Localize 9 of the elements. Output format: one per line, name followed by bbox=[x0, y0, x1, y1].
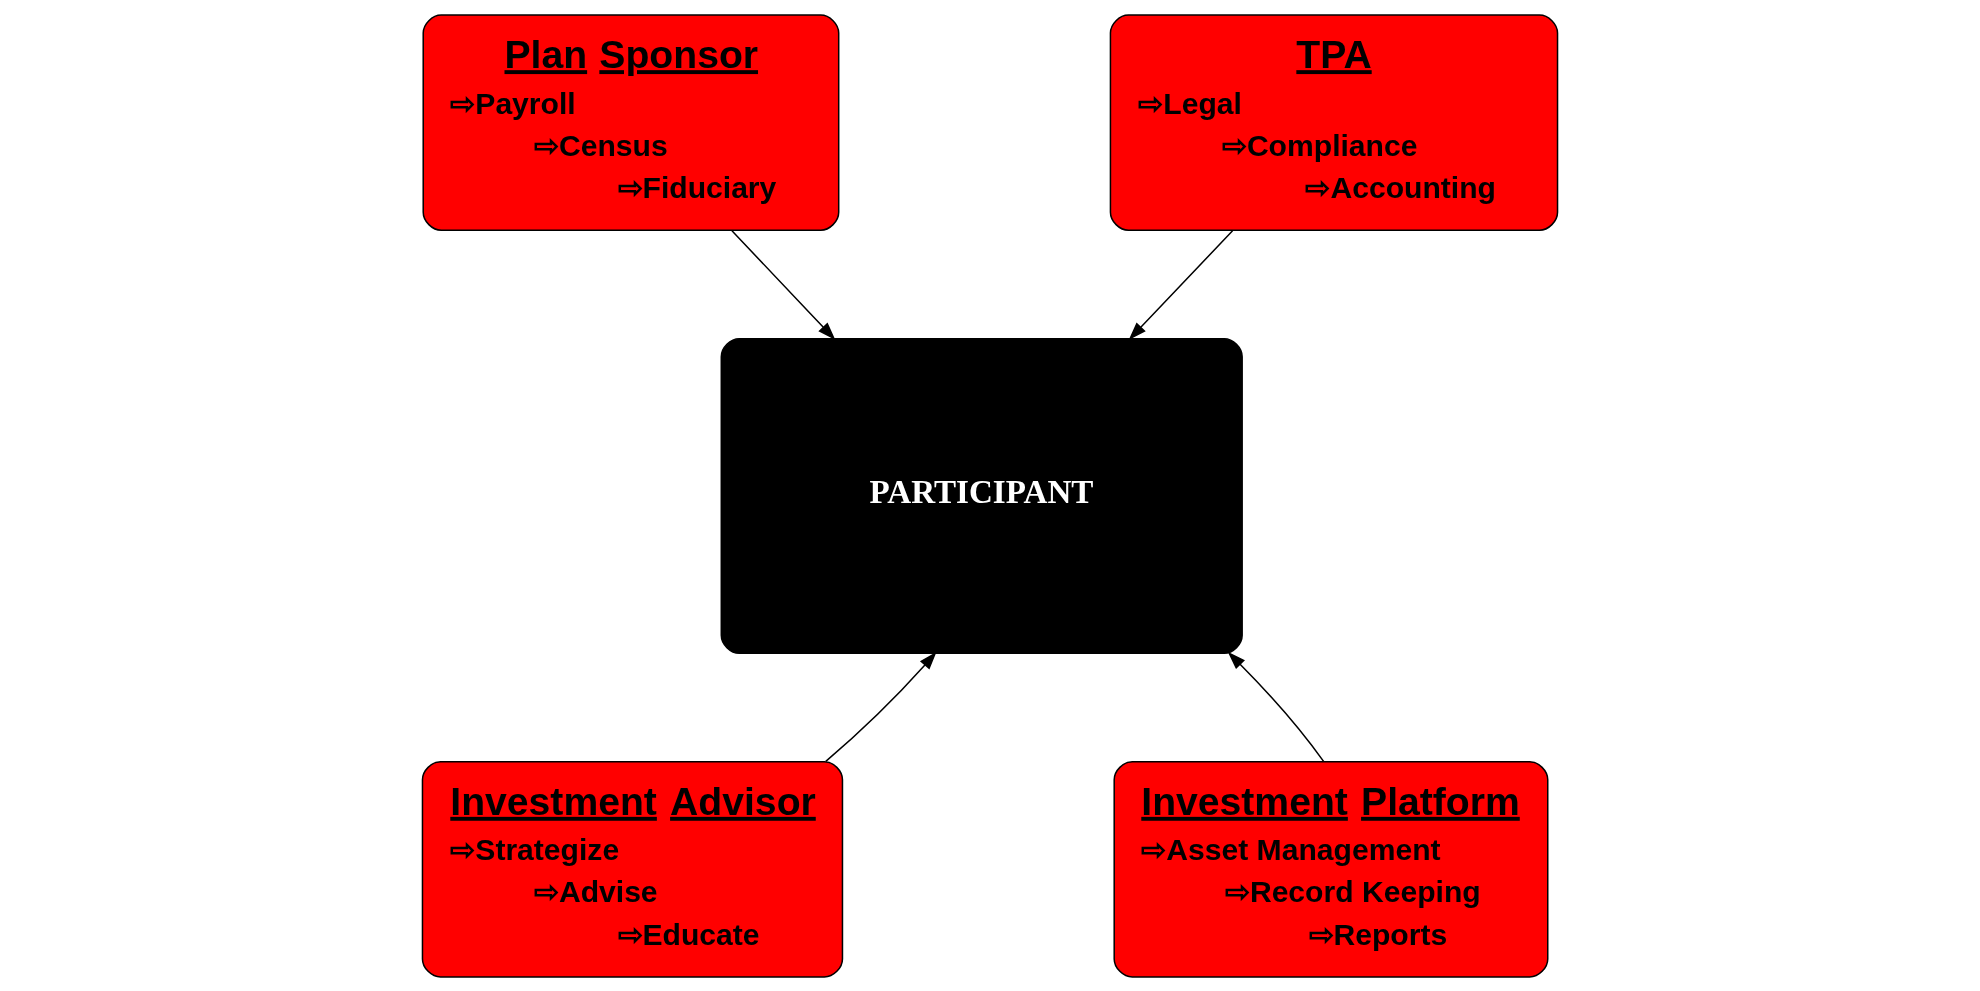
arrow bbox=[825, 651, 937, 762]
node-box: Plan Sponsor ⇨Payroll ⇨Census ⇨Fiduciary bbox=[422, 13, 840, 231]
node-box: PARTICIPANT bbox=[720, 337, 1243, 654]
node-box: TPA ⇨Legal ⇨Compliance ⇨Accounting bbox=[1109, 13, 1559, 231]
arrow bbox=[1227, 651, 1325, 762]
node-box: Investment Advisor ⇨Strategize ⇨Advise ⇨Educate bbox=[421, 760, 844, 978]
arrow bbox=[1128, 229, 1234, 340]
arrow bbox=[731, 229, 836, 340]
node-box: Investment Platform ⇨Asset Management ⇨Record Keeping ⇨Reports bbox=[1113, 760, 1549, 978]
